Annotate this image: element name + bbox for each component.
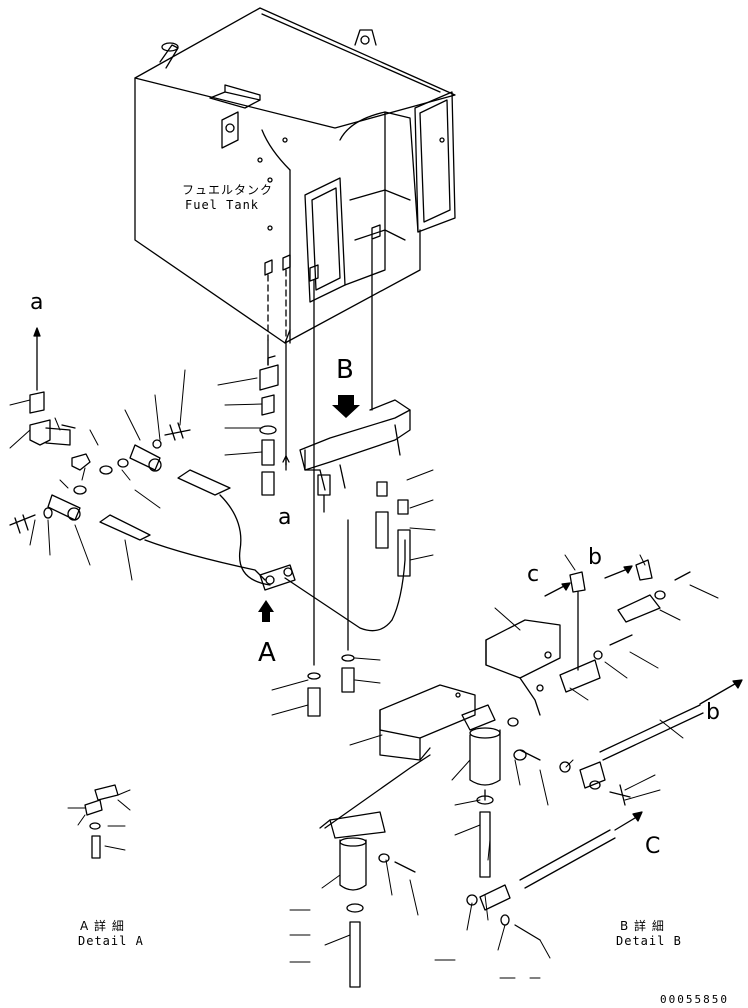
left-fitting-assembly: [9, 327, 406, 632]
connection-label-b-right: b: [706, 700, 720, 725]
detail-a-label-en: Detail A: [78, 934, 144, 948]
view-label-a: A: [258, 638, 276, 668]
drawing-number: 00055850: [660, 993, 729, 1006]
leader-lines: [9, 369, 719, 979]
detail-a-parts: [84, 784, 119, 859]
dashed-guide-lines: [267, 269, 287, 341]
fuel-tank: [134, 7, 456, 344]
connection-label-a-top: a: [30, 290, 44, 315]
clamp-a: [259, 564, 296, 591]
connection-label-a-mid: a: [278, 505, 292, 530]
right-bracket-assembly: [485, 559, 743, 806]
view-arrow-b: [332, 395, 360, 418]
view-label-b: B: [336, 355, 354, 385]
fuel-tank-label-en: Fuel Tank: [185, 198, 260, 212]
assembly-lines: [267, 239, 373, 666]
drain-valve-parts: [259, 355, 290, 496]
fuel-tank-label-jp: フュエルタンク: [182, 183, 274, 197]
upper-fuel-filter: [379, 684, 541, 878]
lower-fuel-filter: [319, 754, 643, 988]
detail-b-label-en: Detail B: [616, 934, 682, 948]
detail-b-label-jp: B 詳 細: [620, 919, 665, 933]
connection-label-c-right: C: [645, 834, 661, 859]
view-arrow-a: [258, 600, 274, 622]
connection-label-b-top: b: [588, 545, 602, 570]
bracket-b-assembly: [299, 399, 411, 717]
detail-a-label-jp: A 詳 細: [80, 919, 125, 933]
connection-label-c-top: c: [527, 562, 540, 587]
